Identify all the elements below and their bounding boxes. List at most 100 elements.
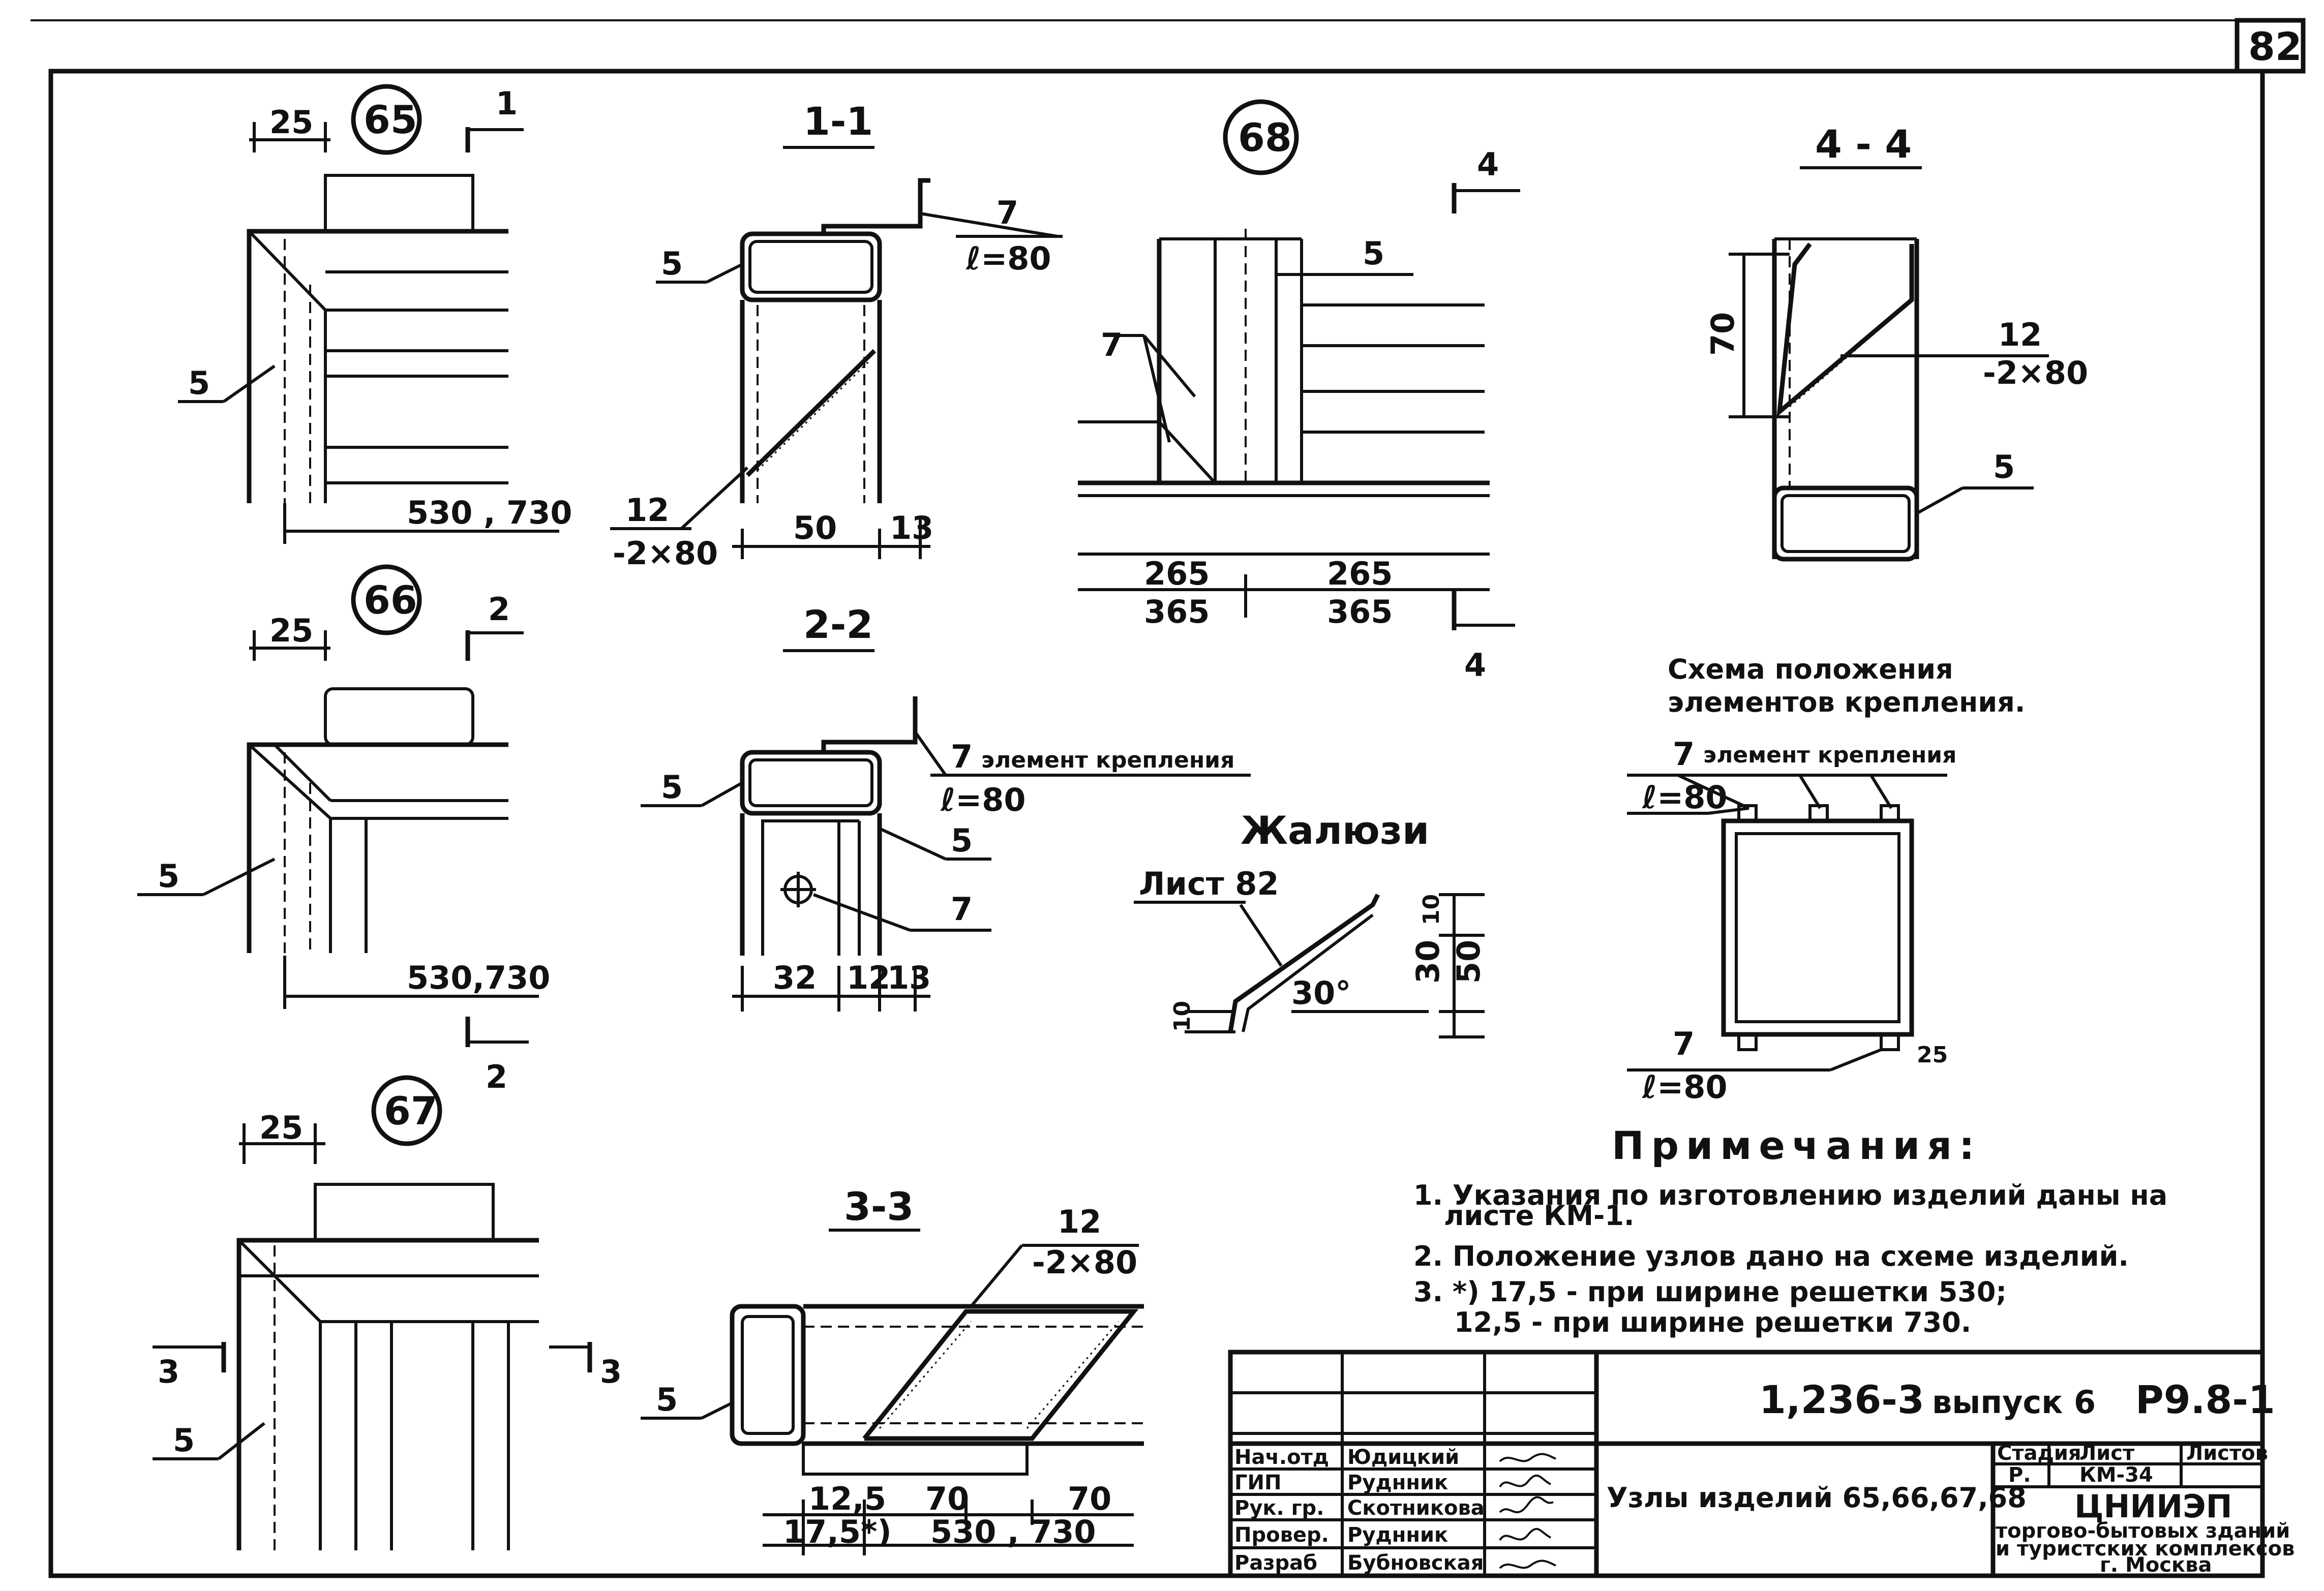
s33-dim-70-right: 70: [1068, 1480, 1111, 1517]
s44-pos12: 12: [1998, 316, 2042, 353]
s22-dim-13: 13: [887, 959, 931, 996]
tb-drawing-title: Узлы изделий 65,66,67,68: [1607, 1482, 2027, 1514]
n68-dim-365-left: 365: [1144, 593, 1210, 630]
s33-dim-175: 17,5*): [783, 1513, 892, 1550]
tb-org-4: г. Москва: [2100, 1553, 2212, 1577]
node-68-drawing: 68 4 7 5 265 265 365: [1078, 99, 1520, 684]
s33-dim-530-730: 530 , 730: [930, 1513, 1096, 1550]
notes-block: Примечания: 1. Указания по изготовлению …: [1413, 1123, 2167, 1338]
louver-dim-30: 30: [1409, 940, 1446, 984]
s44-plate: -2×80: [1983, 354, 2088, 391]
s22-dim-12: 12: [847, 959, 890, 996]
dim-530-730-n66: 530,730: [407, 959, 550, 996]
s11-dim-50: 50: [793, 509, 837, 546]
note-2: 2. Положение узлов дано на схеме изделий…: [1413, 1240, 2129, 1272]
cut-3-right-label: 3: [600, 1353, 622, 1390]
section-2-2-drawing: 2-2 7 элемент крепления ℓ=80 5 5 7: [641, 602, 1251, 1012]
note-3-line-1: 3. *) 17,5 - при ширине решетки 530;: [1413, 1276, 2007, 1308]
cut-2-top-label: 2: [488, 591, 510, 628]
n65-pos5: 5: [188, 364, 210, 402]
n67-pos5: 5: [173, 1422, 195, 1459]
sheet-frame: [31, 18, 2306, 1578]
dim-25-n65: 25: [269, 104, 313, 141]
s22-pos5-left: 5: [661, 769, 683, 806]
list-82-label: Лист 82: [1139, 865, 1279, 902]
n68-dim-365-right: 365: [1327, 593, 1393, 630]
s33-pos5: 5: [656, 1381, 678, 1418]
s22-dim-32: 32: [773, 959, 817, 996]
s22-l80: ℓ=80: [940, 781, 1025, 818]
s11-pos12: 12: [625, 492, 669, 529]
n68-pos7: 7: [1101, 326, 1123, 363]
note-3-line-2: 12,5 - при ширине решетки 730.: [1454, 1306, 1971, 1338]
node-67-label: 67: [384, 1088, 438, 1134]
s11-pos7: 7: [997, 194, 1018, 231]
node-65-drawing: 65 25 1 5 530 , 730: [178, 84, 572, 544]
scheme-element: элемент крепления: [1703, 742, 1956, 768]
tb-stage: Р.: [2008, 1463, 2031, 1487]
n66-pos5: 5: [158, 858, 179, 895]
tb-row-0-name: Юдицкий: [1347, 1446, 1459, 1469]
tb-org-3: и туристских комплексов: [1996, 1537, 2295, 1561]
s11-plate: -2×80: [613, 535, 718, 572]
node-68-label: 68: [1238, 115, 1292, 160]
s33-plate: -2×80: [1032, 1244, 1137, 1281]
cut-4-top-label: 4: [1477, 146, 1499, 183]
tb-row-0-role: Нач.отд: [1234, 1446, 1329, 1469]
n68-dim-265-right: 265: [1327, 555, 1393, 592]
tb-sheet-code: Р9.8-1: [2135, 1377, 2275, 1422]
cut-2-bottom-label: 2: [486, 1058, 507, 1095]
s22-pos7: 7: [951, 738, 973, 775]
tb-row-3-name: Руднник: [1347, 1523, 1448, 1547]
s22-element: элемент крепления: [981, 747, 1234, 773]
s22-pos5-right: 5: [951, 822, 973, 859]
tb-row-3-role: Провер.: [1234, 1523, 1329, 1547]
section-3-3-title: 3-3: [844, 1184, 914, 1229]
note-1-line-1: 1. Указания по изготовлению изделий даны…: [1413, 1179, 2167, 1211]
tb-row-1-role: ГИП: [1234, 1471, 1281, 1494]
section-1-1-drawing: 1-1 7 ℓ=80 5 12 -2×80 50 13: [610, 99, 1063, 572]
louver-dim-10: 10: [1418, 894, 1444, 925]
s44-pos5: 5: [1993, 448, 2015, 485]
tb-org-1: ЦНИИЭП: [2074, 1488, 2232, 1525]
node-65-label: 65: [364, 97, 417, 142]
section-4-4-title: 4 - 4: [1815, 121, 1912, 167]
scheme-l80-bottom: ℓ=80: [1642, 1068, 1727, 1106]
dim-25-n67: 25: [259, 1109, 303, 1146]
cut-3-left-label: 3: [158, 1353, 179, 1390]
section-3-3-drawing: 3-3 12 -2×80 5 12,5 17,5*) 70 70 530 , 7…: [641, 1184, 1144, 1555]
scheme-title-1: Схема положения: [1668, 653, 1953, 685]
tb-sheets-hdr: Листов: [2186, 1442, 2268, 1465]
section-2-2-title: 2-2: [803, 602, 873, 647]
louver-detail: Жалюзи Лист 82 30° 10 30 50 10: [1134, 808, 1487, 1038]
tb-stage-hdr: Стадия: [1997, 1442, 2081, 1465]
tb-row-2-role: Рук. гр.: [1234, 1496, 1324, 1520]
zhaluzi-title: Жалюзи: [1241, 808, 1429, 853]
tb-row-4-role: Разраб: [1234, 1551, 1317, 1575]
tb-row-1-name: Руднник: [1347, 1471, 1448, 1494]
louver-dim-10-left: 10: [1169, 1001, 1195, 1032]
notes-heading: Примечания:: [1612, 1123, 1981, 1168]
s33-dim-70-left: 70: [925, 1480, 969, 1517]
note-1-line-2: листе КМ-1.: [1444, 1200, 1635, 1232]
fastener-scheme: Схема положения элементов крепления. 7 э…: [1627, 653, 2025, 1106]
s11-pos5: 5: [661, 245, 683, 282]
title-block: [1228, 1350, 2265, 1578]
angle-30: 30°: [1291, 974, 1351, 1012]
s33-dim-125: 12,5: [808, 1480, 886, 1517]
scheme-pos7: 7: [1673, 736, 1695, 773]
s44-dim-70: 70: [1704, 312, 1741, 356]
scheme-dim-25: 25: [1917, 1042, 1948, 1068]
sheet-number: 82: [2248, 24, 2302, 69]
scheme-pos7-bottom: 7: [1673, 1025, 1695, 1062]
cut-1-label: 1: [496, 85, 518, 122]
tb-row-4-name: Бубновская: [1347, 1551, 1484, 1575]
s11-dim-13: 13: [890, 509, 933, 546]
tb-code: 1,236-3: [1759, 1377, 1924, 1422]
n68-dim-265-left: 265: [1144, 555, 1210, 592]
s11-l80: ℓ=80: [965, 240, 1051, 277]
tb-sheet: КМ-34: [2079, 1463, 2153, 1487]
louver-dim-50: 50: [1450, 940, 1487, 984]
cut-4-bottom-label: 4: [1464, 647, 1486, 684]
